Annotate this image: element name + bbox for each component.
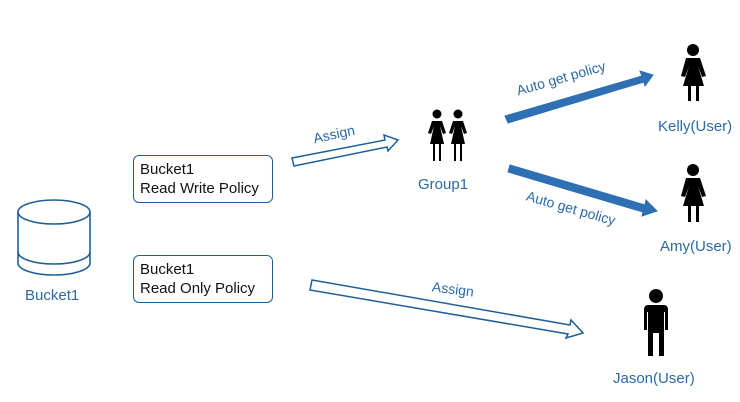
read-only-policy-box: Bucket1 Read Only Policy <box>133 255 273 303</box>
rw-policy-line1: Bucket1 <box>140 161 195 178</box>
ro-policy-line2: Read Only Policy <box>140 280 256 297</box>
auto-policy-arrow-amy <box>507 164 658 217</box>
assign-arrow-group <box>291 133 400 167</box>
ro-policy-line1: Bucket1 <box>140 261 195 278</box>
jason-user-icon <box>644 289 668 356</box>
group-label: Group1 <box>418 176 469 193</box>
kelly-user-icon <box>681 44 706 101</box>
read-write-policy-box: Bucket1 Read Write Policy <box>133 155 273 203</box>
jason-user-label: Jason(User) <box>613 370 695 387</box>
assign-arrow-user <box>309 279 585 340</box>
kelly-user-label: Kelly(User) <box>658 118 733 135</box>
amy-user-icon <box>681 164 706 222</box>
rw-policy-line2: Read Write Policy <box>140 180 259 197</box>
group-people-icon <box>428 109 467 161</box>
bucket-cylinder-icon <box>17 199 91 276</box>
amy-user-label: Amy(User) <box>660 238 732 255</box>
bucket-label: Bucket1 <box>25 287 80 304</box>
auto-policy-arrow-kelly <box>504 70 654 124</box>
